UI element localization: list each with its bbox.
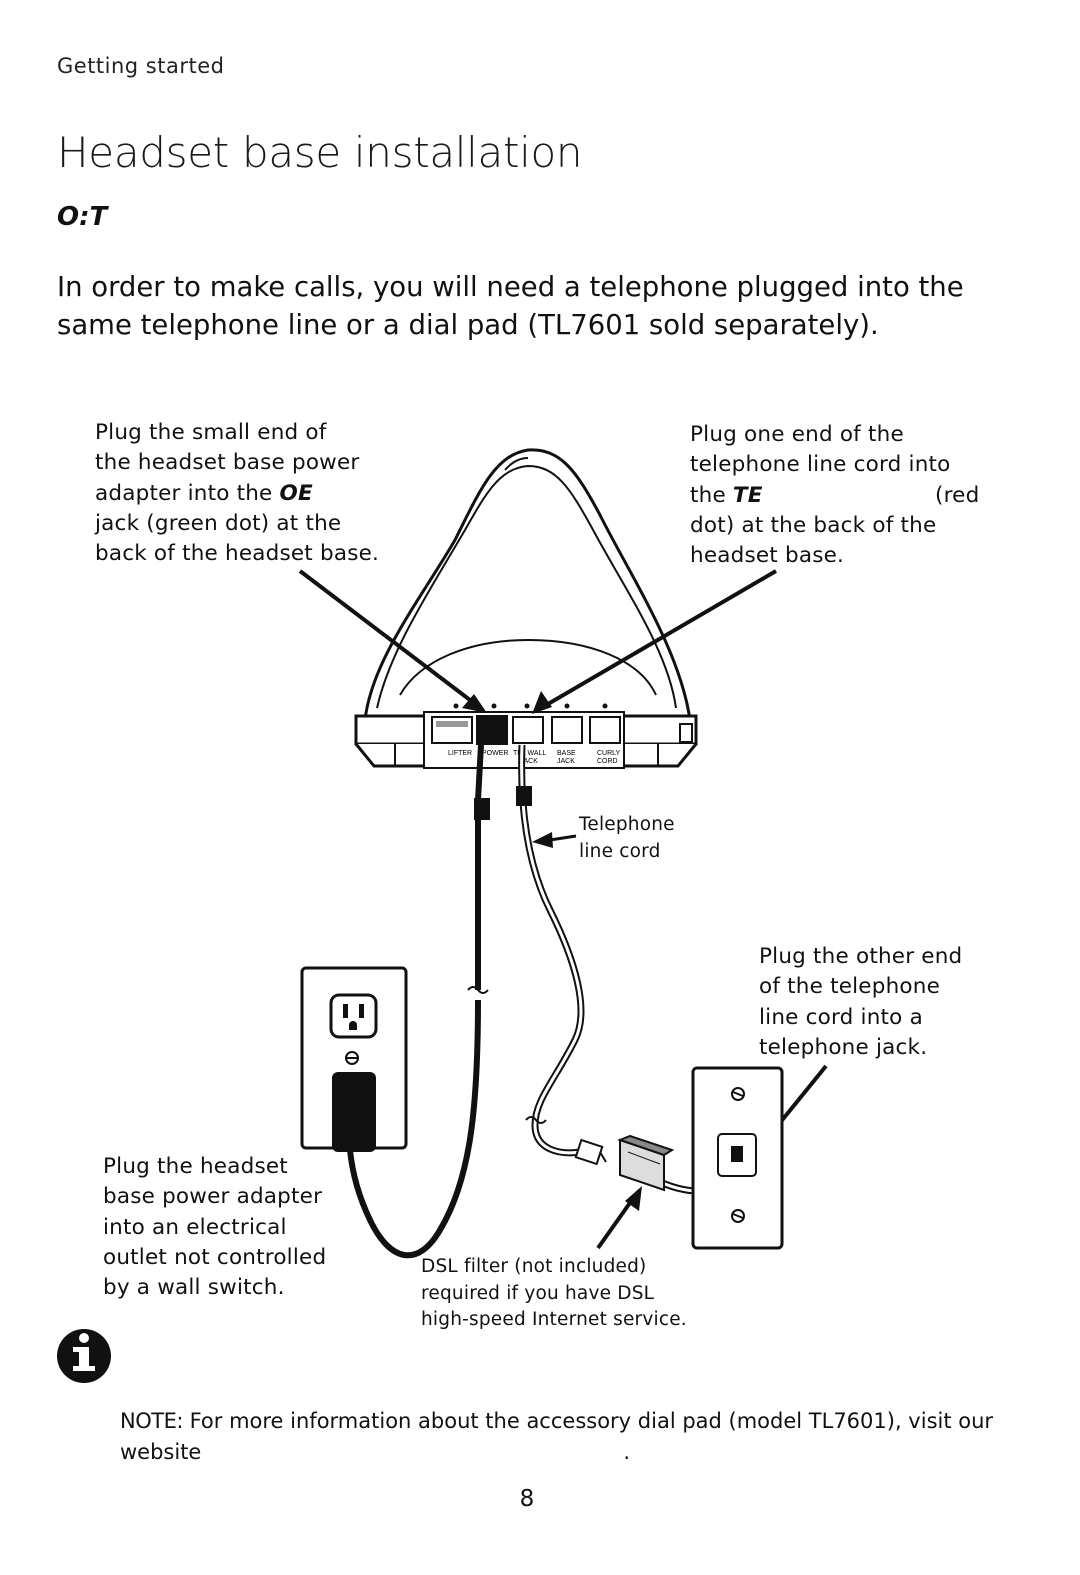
note: NOTE: For more information about the acc… <box>120 1406 1020 1468</box>
callout-line: back of the headset base. <box>95 541 380 567</box>
callout-line: adapter into the OE <box>95 480 313 506</box>
power-jack-callout: Plug the small end of the headset base p… <box>95 418 415 569</box>
curly-label: CURLY <box>597 750 621 757</box>
note-end: . <box>623 1440 631 1464</box>
info-icon <box>57 1329 111 1383</box>
base-label: BASE <box>557 750 576 757</box>
power-label: POWER <box>482 750 508 757</box>
callout-line: the TE (red <box>690 482 980 508</box>
section-label: Getting started <box>57 54 225 78</box>
outlet-callout: Plug the headset base power adapter into… <box>103 1154 327 1301</box>
tel-wall-label: TEL WALL <box>513 750 546 757</box>
callout-line: the headset base power <box>95 450 360 476</box>
pointer-arrows <box>298 569 828 1250</box>
headset-base: LIFTER POWER TEL WALL JACK BASE JACK CUR… <box>354 448 698 769</box>
base-jack-label: JACK <box>557 758 575 765</box>
intro-paragraph: In order to make calls, you will need a … <box>57 271 964 341</box>
tel-jack-name: TE <box>732 482 763 508</box>
telephone-wall-jack <box>691 1066 784 1250</box>
callout-line: jack (green dot) at the <box>95 510 342 536</box>
tel-wall-jack-label: JACK <box>520 758 538 765</box>
wall-jack-callout: Plug the other end of the telephone line… <box>759 944 963 1060</box>
curly-cord-label: CORD <box>597 758 618 765</box>
dsl-filter <box>617 1134 675 1192</box>
electrical-outlet <box>300 966 408 1152</box>
power-cord <box>347 744 490 1259</box>
subheading: O:T <box>57 202 108 232</box>
note-text: For more information about the accessory… <box>120 1409 994 1464</box>
power-jack-name: OE <box>279 480 313 506</box>
page-number: 8 <box>519 1486 535 1512</box>
lifter-label: LIFTER <box>448 750 472 757</box>
callout-line: dot) at the back of the <box>690 512 937 538</box>
page-title: Headset base installation <box>57 128 583 177</box>
dsl-callout: DSL filter (not included) required if yo… <box>421 1256 687 1330</box>
callout-line: telephone line cord into <box>690 452 951 478</box>
callout-line: Plug the small end of <box>95 420 327 445</box>
note-label: NOTE: <box>120 1409 183 1433</box>
tel-jack-callout: Plug one end of the telephone line cord … <box>690 420 990 571</box>
line-cord-callout: Telephone line cord <box>579 814 675 862</box>
callout-line: Plug one end of the <box>690 422 904 447</box>
callout-line: headset base. <box>690 543 845 569</box>
